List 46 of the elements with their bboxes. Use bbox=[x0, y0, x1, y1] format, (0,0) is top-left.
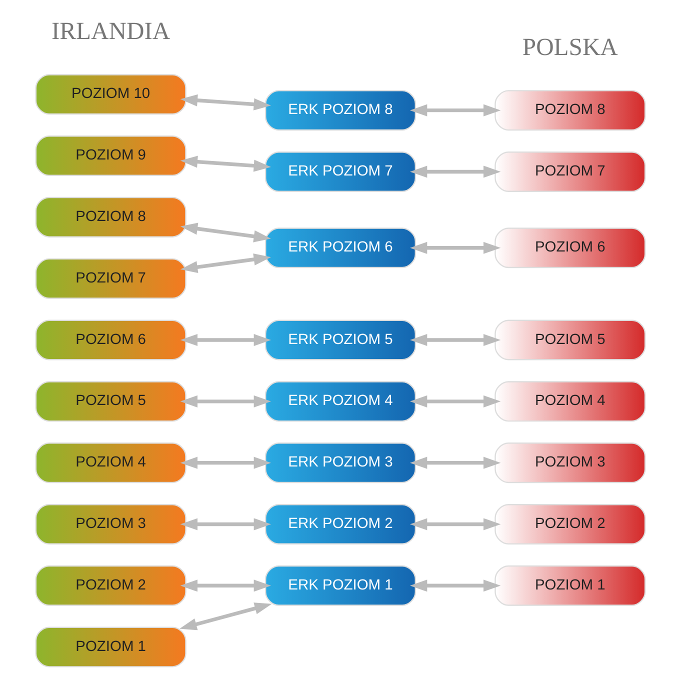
arrow bbox=[180, 456, 271, 469]
node-box: ERK POZIOM 1 bbox=[264, 565, 416, 606]
arrow bbox=[409, 166, 500, 178]
node-box: ERK POZIOM 8 bbox=[264, 90, 416, 131]
arrow bbox=[180, 253, 270, 274]
node-box: ERK POZIOM 6 bbox=[264, 228, 416, 268]
arrow bbox=[179, 602, 272, 630]
arrow bbox=[180, 518, 271, 530]
label: IRLANDIA bbox=[51, 18, 170, 46]
node-box: POZIOM 1 bbox=[494, 565, 646, 606]
node-box: POZIOM 8 bbox=[494, 90, 646, 131]
node-box: POZIOM 5 bbox=[34, 381, 186, 422]
node-box: ERK POZIOM 3 bbox=[264, 442, 416, 484]
node-box: POZIOM 2 bbox=[494, 504, 646, 544]
node-box: POZIOM 1 bbox=[34, 626, 186, 668]
node-box: POZIOM 6 bbox=[494, 228, 646, 268]
arrow bbox=[409, 104, 500, 116]
node-box: POZIOM 2 bbox=[34, 565, 186, 606]
arrow bbox=[180, 395, 271, 408]
node-box: POZIOM 4 bbox=[34, 442, 186, 484]
arrow bbox=[409, 242, 500, 254]
arrow bbox=[180, 334, 271, 346]
arrow bbox=[180, 156, 271, 172]
node-box: POZIOM 7 bbox=[494, 151, 646, 192]
node-box: POZIOM 7 bbox=[34, 258, 186, 299]
node-box: POZIOM 3 bbox=[494, 442, 646, 484]
arrow bbox=[409, 334, 500, 346]
node-box: ERK POZIOM 7 bbox=[264, 151, 416, 192]
arrow bbox=[409, 580, 500, 592]
node-box: ERK POZIOM 2 bbox=[264, 504, 416, 544]
node-box: POZIOM 5 bbox=[494, 320, 646, 360]
node-box: ERK POZIOM 5 bbox=[264, 320, 416, 360]
node-box: POZIOM 9 bbox=[34, 136, 186, 176]
arrow bbox=[409, 518, 500, 530]
node-box: POZIOM 8 bbox=[34, 196, 186, 238]
arrow bbox=[180, 580, 271, 592]
arrow bbox=[409, 395, 500, 408]
arrow bbox=[180, 222, 271, 242]
node-box: POZIOM 3 bbox=[34, 504, 186, 544]
arrow bbox=[409, 456, 500, 469]
label: POLSKA bbox=[522, 34, 618, 62]
arrow bbox=[180, 94, 271, 110]
node-box: POZIOM 6 bbox=[34, 320, 186, 360]
node-box: ERK POZIOM 4 bbox=[264, 381, 416, 422]
node-box: POZIOM 4 bbox=[494, 381, 646, 422]
node-box: POZIOM 10 bbox=[34, 74, 186, 115]
